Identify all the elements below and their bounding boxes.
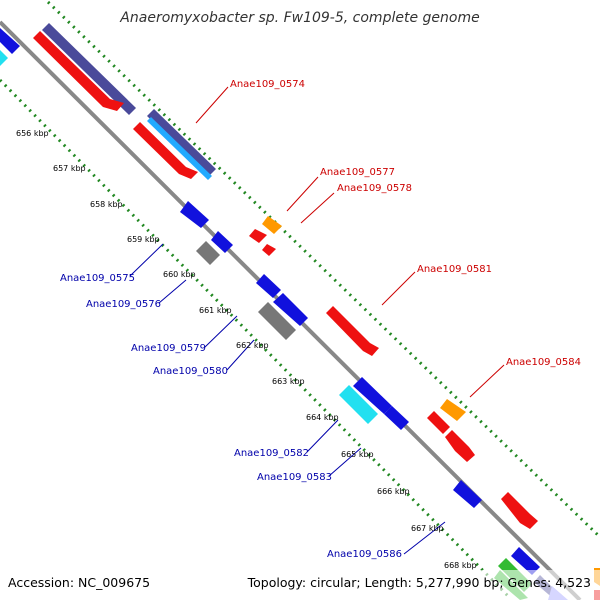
inner-tick-track [0,78,512,600]
gene-feature[interactable] [147,117,212,180]
forward-strand-features [33,23,538,529]
gene-labels: Anae109_0574 Anae109_0577 Anae109_0578 A… [60,79,581,560]
gene-label[interactable]: Anae109_0577 [320,167,395,178]
ruler-label: 667 kbp [411,524,444,533]
callout-lines [129,86,505,555]
gene-label[interactable]: Anae109_0574 [230,79,305,90]
gene-feature[interactable] [511,547,540,575]
ruler-label: 668 kbp [444,561,477,570]
outer-tick-track [46,0,600,539]
gene-feature[interactable] [33,31,124,111]
gene-label[interactable]: Anae109_0586 [327,549,402,560]
footer-background [0,570,600,600]
gene-label[interactable]: Anae109_0584 [506,357,581,368]
gene-label[interactable]: Anae109_0575 [60,273,135,284]
accession-label: Accession: NC_009675 [8,575,150,590]
gene-feature[interactable] [211,231,233,253]
gene-feature[interactable] [501,492,538,529]
ruler-label: 662 kbp [236,341,269,350]
ruler-labels: 656 kbp 657 kbp 658 kbp 659 kbp 660 kbp … [16,129,477,570]
ruler-label: 660 kbp [163,270,196,279]
ruler-label: 665 kbp [341,450,374,459]
gene-label[interactable]: Anae109_0578 [337,183,412,194]
ruler-label: 659 kbp [127,235,160,244]
gene-feature[interactable] [445,430,475,462]
ruler-label: 661 kbp [199,306,232,315]
gene-feature[interactable] [180,201,209,228]
gene-label[interactable]: Anae109_0576 [86,299,161,310]
gene-feature[interactable] [273,293,308,326]
ruler-label: 666 kbp [377,487,410,496]
ruler-label: 656 kbp [16,129,49,138]
gene-feature[interactable] [453,480,482,508]
ruler-label: 657 kbp [53,164,86,173]
gene-feature[interactable] [258,302,296,340]
gene-feature[interactable] [133,122,198,179]
gene-feature[interactable] [353,377,392,414]
gene-feature[interactable] [42,23,136,115]
ruler-label: 663 kbp [272,377,305,386]
gene-label[interactable]: Anae109_0579 [131,343,206,354]
gene-feature[interactable] [384,406,409,430]
gene-feature[interactable] [339,385,378,424]
gene-feature[interactable] [256,274,281,298]
gene-feature[interactable] [0,28,20,54]
gene-feature[interactable] [262,244,276,256]
ruler-label: 664 kbp [306,413,339,422]
gene-feature[interactable] [196,241,220,265]
ruler-label: 658 kbp [90,200,123,209]
map-title: Anaeromyxobacter sp. Fw109-5, complete g… [119,10,479,26]
gene-label[interactable]: Anae109_0580 [153,366,228,377]
gene-feature[interactable] [147,109,216,176]
gene-label[interactable]: Anae109_0581 [417,264,492,275]
gene-feature[interactable] [262,216,282,234]
gene-feature[interactable] [0,50,8,66]
gene-label[interactable]: Anae109_0582 [234,448,309,459]
gene-label[interactable]: Anae109_0583 [257,472,332,483]
gene-feature[interactable] [427,411,450,434]
gene-feature[interactable] [249,229,267,243]
gene-feature[interactable] [326,306,379,356]
gene-feature[interactable] [440,399,466,421]
genome-summary: Topology: circular; Length: 5,277,990 bp… [247,575,591,590]
